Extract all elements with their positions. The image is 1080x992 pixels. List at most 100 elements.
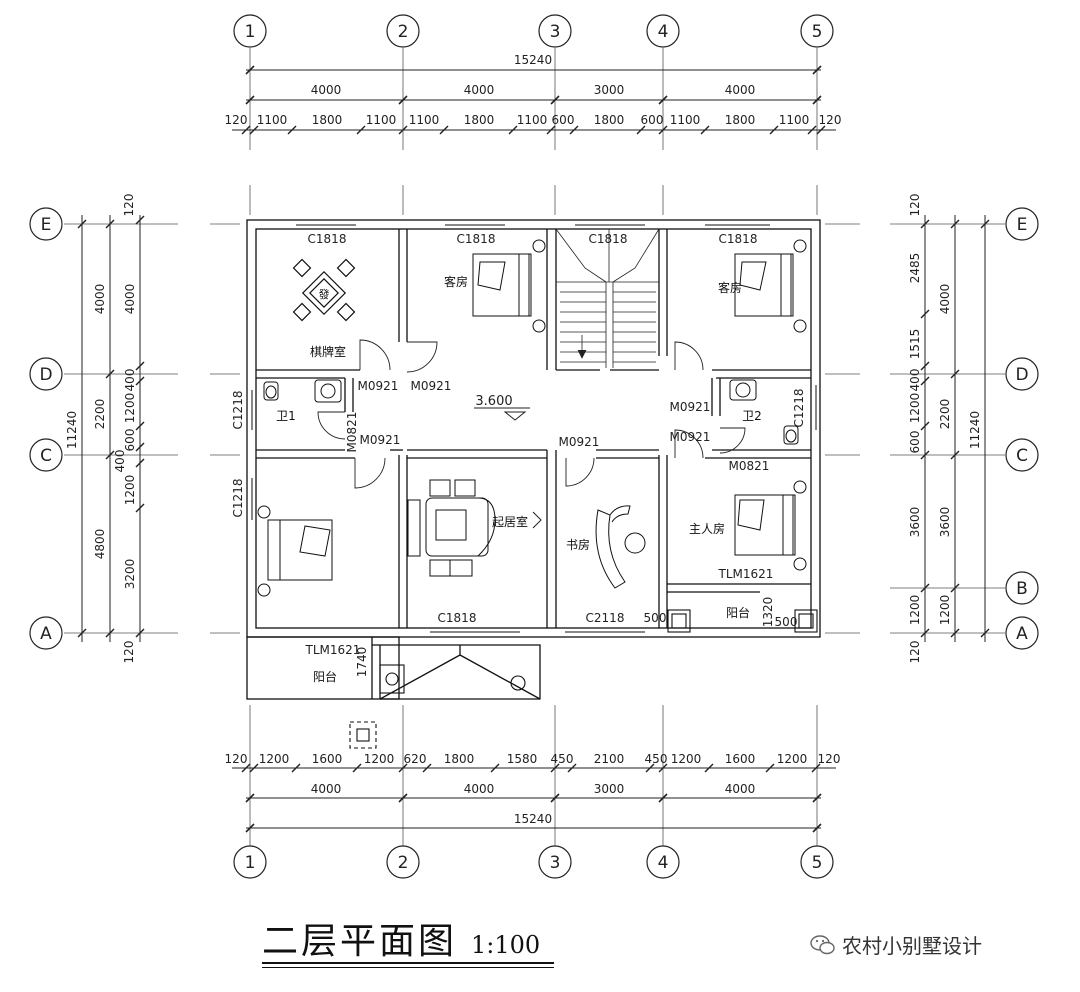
sliding-door-code: TLM1621 <box>718 567 774 581</box>
bottom-bay-dim: 4000 <box>311 782 342 796</box>
window-code: C1818 <box>438 611 477 625</box>
bottom-detail-dim: 1200 <box>259 752 290 766</box>
right-middle-dim: 1200 <box>908 595 922 626</box>
left-dimension-lines <box>77 215 145 642</box>
study-desk <box>595 505 646 589</box>
floor-elevation: 3.600 <box>475 394 512 409</box>
top-detail-dim: 1100 <box>517 113 548 127</box>
room-label-master: 主人房 <box>689 521 725 536</box>
axis-label-2-bottom: 2 <box>398 853 409 873</box>
watermark: 农村小别墅设计 <box>810 930 982 959</box>
room-label-guest-1: 客房 <box>444 274 468 289</box>
bathroom-fixtures <box>263 379 799 445</box>
window-code: C1818 <box>589 232 628 246</box>
bottom-detail-dim: 450 <box>645 752 668 766</box>
door-code: M0921 <box>670 400 711 414</box>
walls <box>246 219 821 700</box>
axis-label-5-top: 5 <box>812 22 823 42</box>
right-middle-dim: 1200 <box>908 393 922 424</box>
axis-label-3-bottom: 3 <box>550 853 561 873</box>
left-middle-dim: 1200 <box>123 393 137 424</box>
drawing-title: 二层平面图 1:100 <box>262 912 554 968</box>
top-detail-dim: 1100 <box>366 113 397 127</box>
right-outer-dim: 4000 <box>938 284 952 315</box>
bottom-dimension-lines <box>232 763 836 833</box>
room-label-balcony-master: 阳台 <box>726 605 750 620</box>
axis-label-A-left: A <box>40 624 52 644</box>
door-code: M0921 <box>670 430 711 444</box>
door-code: M0821 <box>729 459 770 473</box>
right-middle-dim: 400 <box>908 369 922 392</box>
watermark-text: 农村小别墅设计 <box>842 934 982 958</box>
top-detail-dim: 1100 <box>779 113 810 127</box>
bottom-detail-dim: 1200 <box>364 752 395 766</box>
bottom-detail-dim: 1200 <box>671 752 702 766</box>
misc-dim: 500 <box>775 615 798 629</box>
right-outer-dim: 120 <box>908 194 922 217</box>
top-detail-dim: 600 <box>641 113 664 127</box>
top-detail-dim: 120 <box>819 113 842 127</box>
wechat-icon <box>810 934 835 954</box>
axis-label-D-right: D <box>1015 365 1028 385</box>
top-bay-dim: 4000 <box>311 83 342 97</box>
axis-label-1-top: 1 <box>245 22 256 42</box>
drawing-title-text: 二层平面图 <box>262 921 458 962</box>
window-code: C1218 <box>231 479 245 518</box>
beds <box>257 239 807 597</box>
left-middle-dim: 1200 <box>123 475 137 506</box>
right-middle-dim: 1515 <box>908 329 922 360</box>
top-detail-dim: 1800 <box>725 113 756 127</box>
right-middle-dim: 600 <box>908 431 922 454</box>
room-label-balcony-front: 阳台 <box>313 669 337 684</box>
top-detail-dim: 1800 <box>312 113 343 127</box>
axis-label-3-top: 3 <box>550 22 561 42</box>
bottom-bay-dim: 4000 <box>464 782 495 796</box>
bottom-bay-dim: 4000 <box>725 782 756 796</box>
axis-label-E-left: E <box>41 215 52 235</box>
bottom-detail-dim: 1600 <box>725 752 756 766</box>
top-bay-dim: 3000 <box>594 83 625 97</box>
left-total-dim: 11240 <box>65 411 79 449</box>
sliding-door-code: TLM1621 <box>305 643 361 657</box>
axis-label-C-left: C <box>40 446 52 466</box>
bottom-detail-dim: 1200 <box>777 752 808 766</box>
top-detail-dim: 120 <box>225 113 248 127</box>
misc-dim: 500 <box>644 611 667 625</box>
axis-label-E-right: E <box>1017 215 1028 235</box>
top-total-dim: 15240 <box>514 53 552 67</box>
left-outer-dim: 2200 <box>93 399 107 430</box>
window-code: C1818 <box>719 232 758 246</box>
axis-label-5-bottom: 5 <box>812 853 823 873</box>
bottom-detail-dim: 450 <box>551 752 574 766</box>
bottom-detail-dim: 120 <box>818 752 841 766</box>
left-outer-dim: 4800 <box>93 529 107 560</box>
staircase <box>555 228 660 368</box>
axis-label-D-left: D <box>39 365 52 385</box>
axis-label-C-right: C <box>1016 446 1028 466</box>
door-code: M0921 <box>358 379 399 393</box>
bottom-detail-dim: 1600 <box>312 752 343 766</box>
room-label-guest-2: 客房 <box>718 280 742 295</box>
door-code: M0921 <box>411 379 452 393</box>
window-code: C1818 <box>457 232 496 246</box>
axis-label-B-right: B <box>1016 579 1028 599</box>
left-middle-dim: 3200 <box>123 559 137 590</box>
window-code: C2118 <box>586 611 625 625</box>
left-outer-dim: 120 <box>122 641 136 664</box>
right-total-dim: 11240 <box>968 411 982 449</box>
right-outer-dim: 120 <box>908 641 922 664</box>
door-code: M0821 <box>345 412 359 453</box>
misc-dim: 1740 <box>355 647 369 678</box>
door-swings <box>317 339 746 489</box>
axis-bubbles <box>29 14 1039 879</box>
axis-label-1-bottom: 1 <box>245 853 256 873</box>
left-outer-dim: 4000 <box>93 284 107 315</box>
left-middle-dim: 600 <box>123 429 137 452</box>
entry-arrow <box>532 511 542 529</box>
bottom-detail-dim: 2100 <box>594 752 625 766</box>
bottom-detail-dim: 1800 <box>444 752 475 766</box>
axis-label-A-right: A <box>1016 624 1028 644</box>
left-middle-dim: 4000 <box>123 284 137 315</box>
drawing-scale: 1:100 <box>471 931 541 959</box>
right-outer-dim: 2200 <box>938 399 952 430</box>
